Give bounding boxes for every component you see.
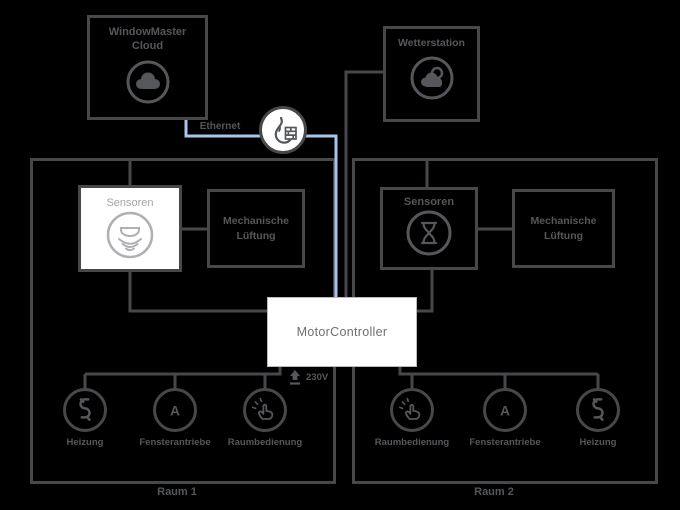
power-label: 230V [306, 372, 329, 383]
room1-sensor-label: Sensoren [106, 197, 154, 209]
device-label: Fensterantriebe [139, 437, 211, 448]
actuator-icon: A [500, 402, 510, 418]
power-supply-icon [290, 370, 300, 385]
room1-sensor-box[interactable]: Sensoren [78, 185, 182, 272]
room2-heating-node[interactable] [576, 388, 620, 432]
room2-vent-line1: Mechanische [530, 215, 597, 228]
touch-button-icon [251, 397, 274, 420]
svg-text:A: A [500, 402, 510, 418]
room1-heating-node[interactable] [63, 388, 107, 432]
actuator-icon: A [170, 402, 180, 418]
heating-icon [592, 398, 604, 422]
weather-station-icon [410, 56, 453, 100]
room2-ventilation-box[interactable]: Mechanische Lüftung [512, 189, 615, 268]
room1-actuator-node[interactable]: A [153, 388, 197, 432]
room-sensor-icon [406, 210, 452, 256]
cloud-icon [126, 60, 169, 103]
cloud-box-title-line2: Cloud [131, 39, 164, 52]
svg-text:A: A [170, 402, 180, 418]
heating-icon [79, 398, 91, 422]
room2-sensor-box[interactable]: Sensoren [380, 187, 478, 270]
room2-actuator-node[interactable]: A [483, 388, 527, 432]
room2-control-node[interactable] [390, 388, 434, 432]
motor-controller-box[interactable]: MotorController [267, 297, 417, 367]
room1-vent-line1: Mechanische [223, 215, 289, 228]
weather-station-box[interactable]: Wetterstation [383, 26, 480, 122]
device-label: Raumbedienung [227, 437, 303, 448]
device-label: Heizung [579, 437, 617, 448]
ethernet-label: Ethernet [199, 121, 241, 132]
motion-sensor-icon [106, 211, 154, 259]
room-2-label: Raum 2 [474, 486, 514, 498]
touch-button-icon [398, 397, 421, 420]
firewall-icon [274, 116, 297, 144]
cloud-box[interactable]: WindowMaster Cloud [87, 15, 208, 120]
room-1-label: Raum 1 [157, 486, 197, 498]
room2-vent-line2: Lüftung [543, 229, 584, 242]
device-label: Heizung [66, 437, 104, 448]
firewall-node[interactable] [259, 106, 307, 154]
room2-sensor-label: Sensoren [403, 196, 455, 208]
cloud-box-title-line1: WindowMaster [108, 26, 187, 38]
room1-ventilation-box[interactable]: Mechanische Lüftung [207, 189, 305, 268]
room1-control-node[interactable] [243, 388, 287, 432]
weather-station-title: Wetterstation [398, 37, 465, 49]
room1-vent-line2: Lüftung [236, 229, 276, 242]
device-label: Raumbedienung [374, 437, 450, 448]
motor-controller-label: MotorController [296, 325, 388, 339]
device-label: Fensterantriebe [469, 437, 541, 448]
